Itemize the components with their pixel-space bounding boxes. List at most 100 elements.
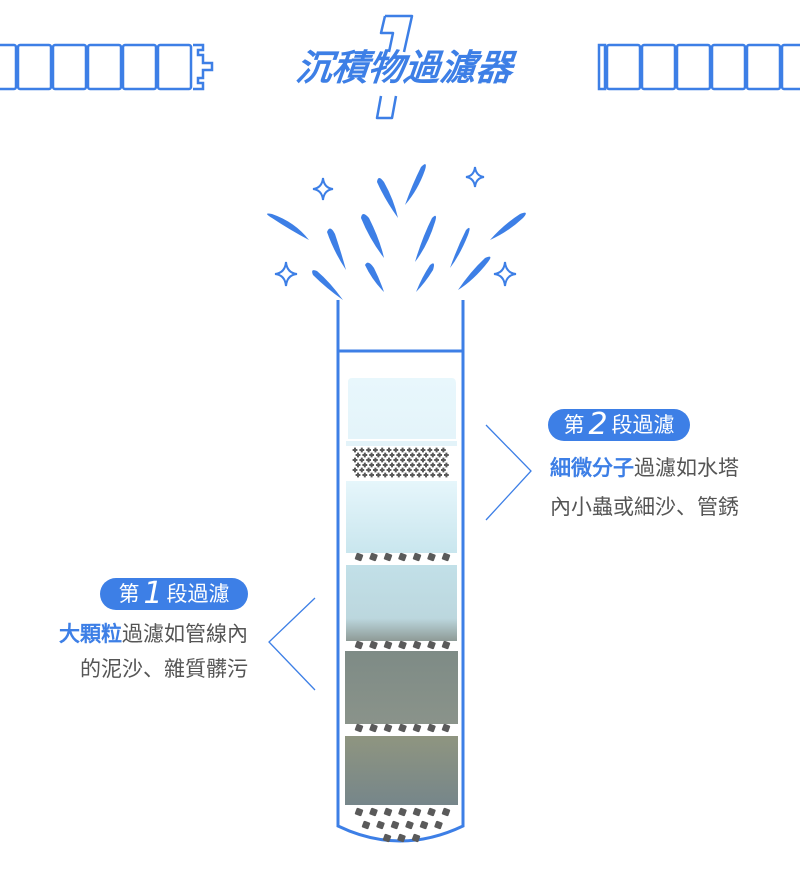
sparkle-icon — [465, 166, 485, 188]
fine-particle — [444, 452, 449, 458]
fine-particle — [437, 462, 442, 468]
particle — [441, 723, 451, 733]
stage1-line1-rest: 過濾如管線內 — [122, 622, 248, 646]
particle — [354, 723, 364, 733]
stage1-badge-suffix: 段過濾 — [166, 582, 230, 606]
fine-particle — [441, 467, 446, 473]
fine-particle — [369, 462, 374, 468]
fine-particle — [444, 472, 449, 478]
fine-particle — [420, 457, 426, 463]
fine-particle — [434, 447, 439, 453]
fine-particle — [410, 472, 415, 478]
particle — [383, 640, 393, 650]
stage2-line1-rest: 過濾如水塔 — [634, 456, 739, 480]
fine-particle — [437, 472, 442, 478]
particle — [376, 820, 385, 830]
fine-particle — [352, 457, 358, 463]
particle — [427, 552, 436, 562]
fine-particle — [407, 457, 412, 463]
particle — [412, 640, 422, 650]
layer-mid — [346, 565, 457, 641]
layer-separator — [346, 441, 457, 446]
left-rail-decoration — [0, 43, 214, 91]
fine-particle — [393, 447, 399, 453]
fine-particle — [437, 452, 442, 458]
fine-particle — [386, 457, 392, 463]
particle — [383, 552, 393, 562]
particle — [427, 807, 436, 817]
particle — [361, 820, 371, 830]
fine-particle — [366, 457, 371, 463]
fine-particle — [373, 467, 378, 473]
fine-particle — [352, 467, 358, 473]
fine-particle — [386, 467, 392, 473]
fine-particle — [355, 472, 361, 478]
stage1-highlight: 大顆粒 — [59, 622, 122, 646]
particle — [369, 723, 378, 733]
fine-particle — [382, 452, 388, 458]
fine-particle — [389, 452, 395, 458]
fine-particle — [441, 447, 446, 453]
stage1-badge-prefix: 第 — [118, 582, 140, 606]
stage2-badge-prefix: 第 — [563, 413, 585, 437]
fine-particle — [386, 447, 392, 453]
particle — [354, 552, 364, 562]
stage2-pointer — [485, 424, 532, 521]
fine-particle — [413, 457, 419, 463]
fine-particle — [413, 467, 419, 473]
particle — [441, 552, 451, 562]
particle — [412, 552, 422, 562]
fine-particle — [359, 467, 365, 473]
fine-particle — [403, 462, 408, 468]
sparkle-icon — [312, 177, 334, 201]
particle — [412, 807, 422, 817]
fine-particle — [359, 447, 365, 453]
particle — [427, 723, 436, 733]
fine-particle — [441, 457, 446, 463]
fine-particle — [396, 462, 402, 468]
stage2-description-line1: 細微分子過濾如水塔 — [550, 454, 739, 482]
fine-particle — [430, 452, 436, 458]
sparkle-icon — [493, 261, 517, 287]
fine-particle — [362, 472, 368, 478]
water-splash-icon — [267, 164, 526, 300]
particle — [419, 820, 429, 830]
fine-particle — [423, 462, 429, 468]
fine-particle — [396, 472, 402, 478]
particle — [434, 820, 443, 830]
particle — [354, 807, 364, 817]
fine-particle — [389, 472, 395, 478]
stage2-highlight: 細微分子 — [550, 456, 634, 480]
particle — [405, 820, 414, 830]
particle — [382, 833, 392, 843]
particle — [427, 640, 436, 650]
stage1-description-line2: 的泥沙、雜質髒污 — [80, 657, 248, 681]
sparkle-icon — [274, 261, 298, 287]
stage1-description-line1: 大顆粒過濾如管線內 — [59, 620, 248, 648]
particle — [441, 807, 451, 817]
fine-particle — [407, 467, 412, 473]
stage2-badge-suffix: 段過濾 — [611, 413, 675, 437]
fine-particle — [362, 462, 368, 468]
fine-particle — [393, 467, 399, 473]
fine-particle — [366, 467, 371, 473]
particles — [352, 447, 451, 843]
fine-particle — [366, 447, 371, 453]
fine-particle — [407, 447, 412, 453]
particle — [383, 807, 393, 817]
fine-particle — [416, 452, 422, 458]
filter-layers — [345, 378, 458, 805]
fine-particle — [382, 462, 388, 468]
fine-particle — [400, 457, 405, 463]
fine-particle — [434, 467, 439, 473]
sparkle-icons — [274, 166, 517, 287]
particle — [411, 833, 421, 843]
fine-particle — [410, 462, 415, 468]
fine-particle — [430, 472, 436, 478]
fine-particle — [396, 452, 402, 458]
fine-particle — [434, 457, 439, 463]
fine-particle — [416, 472, 422, 478]
particle — [369, 552, 378, 562]
fine-particle — [427, 457, 433, 463]
stage1-badge-number: 1 — [143, 576, 163, 611]
